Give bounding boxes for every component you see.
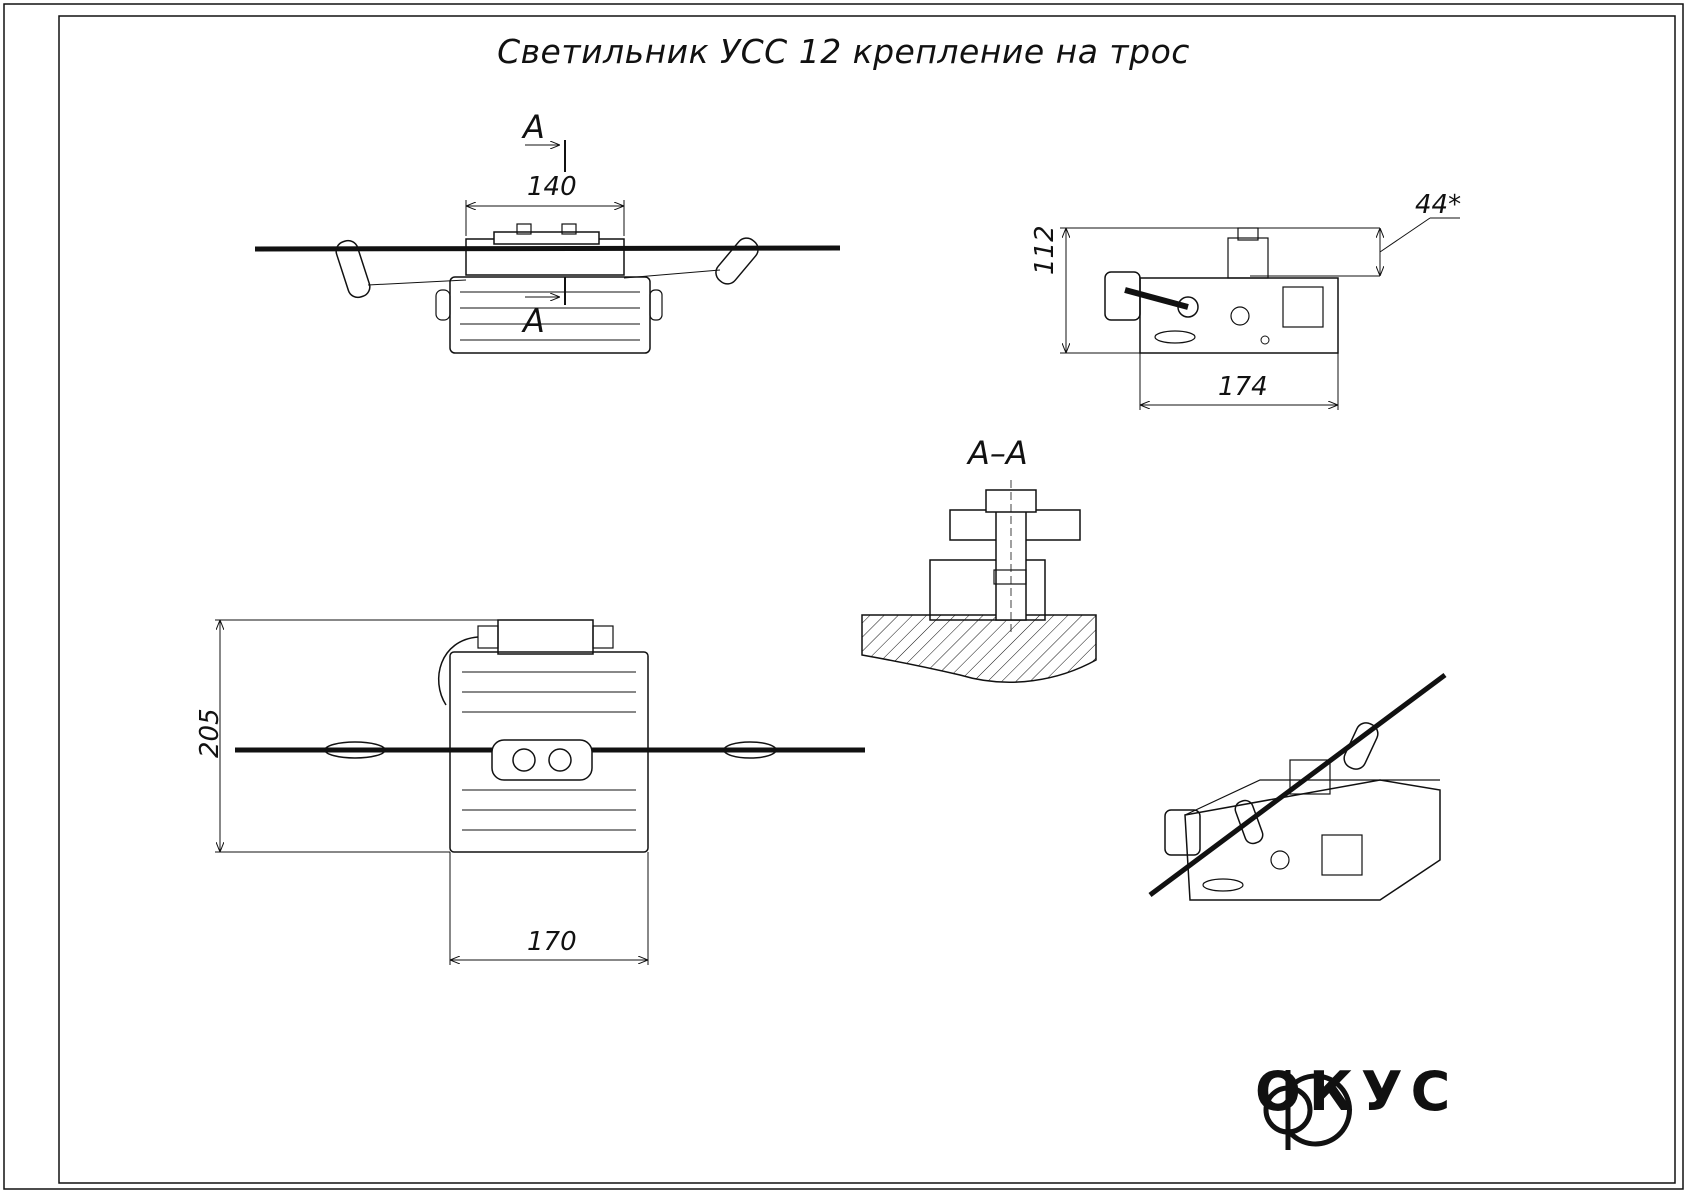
dim-side-width: 174: [1218, 372, 1268, 402]
brand-logo: ОКУС: [1255, 1060, 1458, 1123]
logo-emblem-icon: [1263, 1070, 1352, 1150]
carabiner-left-icon: [335, 239, 371, 299]
isometric-view: [1148, 672, 1447, 901]
front-view: [254, 140, 841, 354]
outer-frame: [3, 3, 1684, 1190]
section-mark-bottom: А: [523, 302, 545, 340]
inner-frame: [58, 15, 1676, 1184]
section-a-a: [861, 480, 1097, 683]
section-mark-top: А: [523, 108, 545, 146]
side-view: [1060, 217, 1460, 410]
carabiner-right-icon: [715, 237, 759, 285]
plan-view: [215, 619, 865, 965]
logo-text: ОКУС: [1255, 1060, 1459, 1123]
dim-plan-height: 205: [195, 708, 225, 758]
section-label: А–А: [968, 434, 1028, 472]
dim-plan-width: 170: [527, 927, 577, 957]
dim-front-width: 140: [527, 172, 577, 202]
dim-side-gap: 44*: [1415, 190, 1462, 220]
dim-side-height: 112: [1030, 225, 1060, 275]
drawing-title: Светильник УСС 12 крепление на трос: [497, 32, 1190, 71]
cable-front: [254, 245, 841, 252]
cable-iso: [1148, 672, 1447, 898]
